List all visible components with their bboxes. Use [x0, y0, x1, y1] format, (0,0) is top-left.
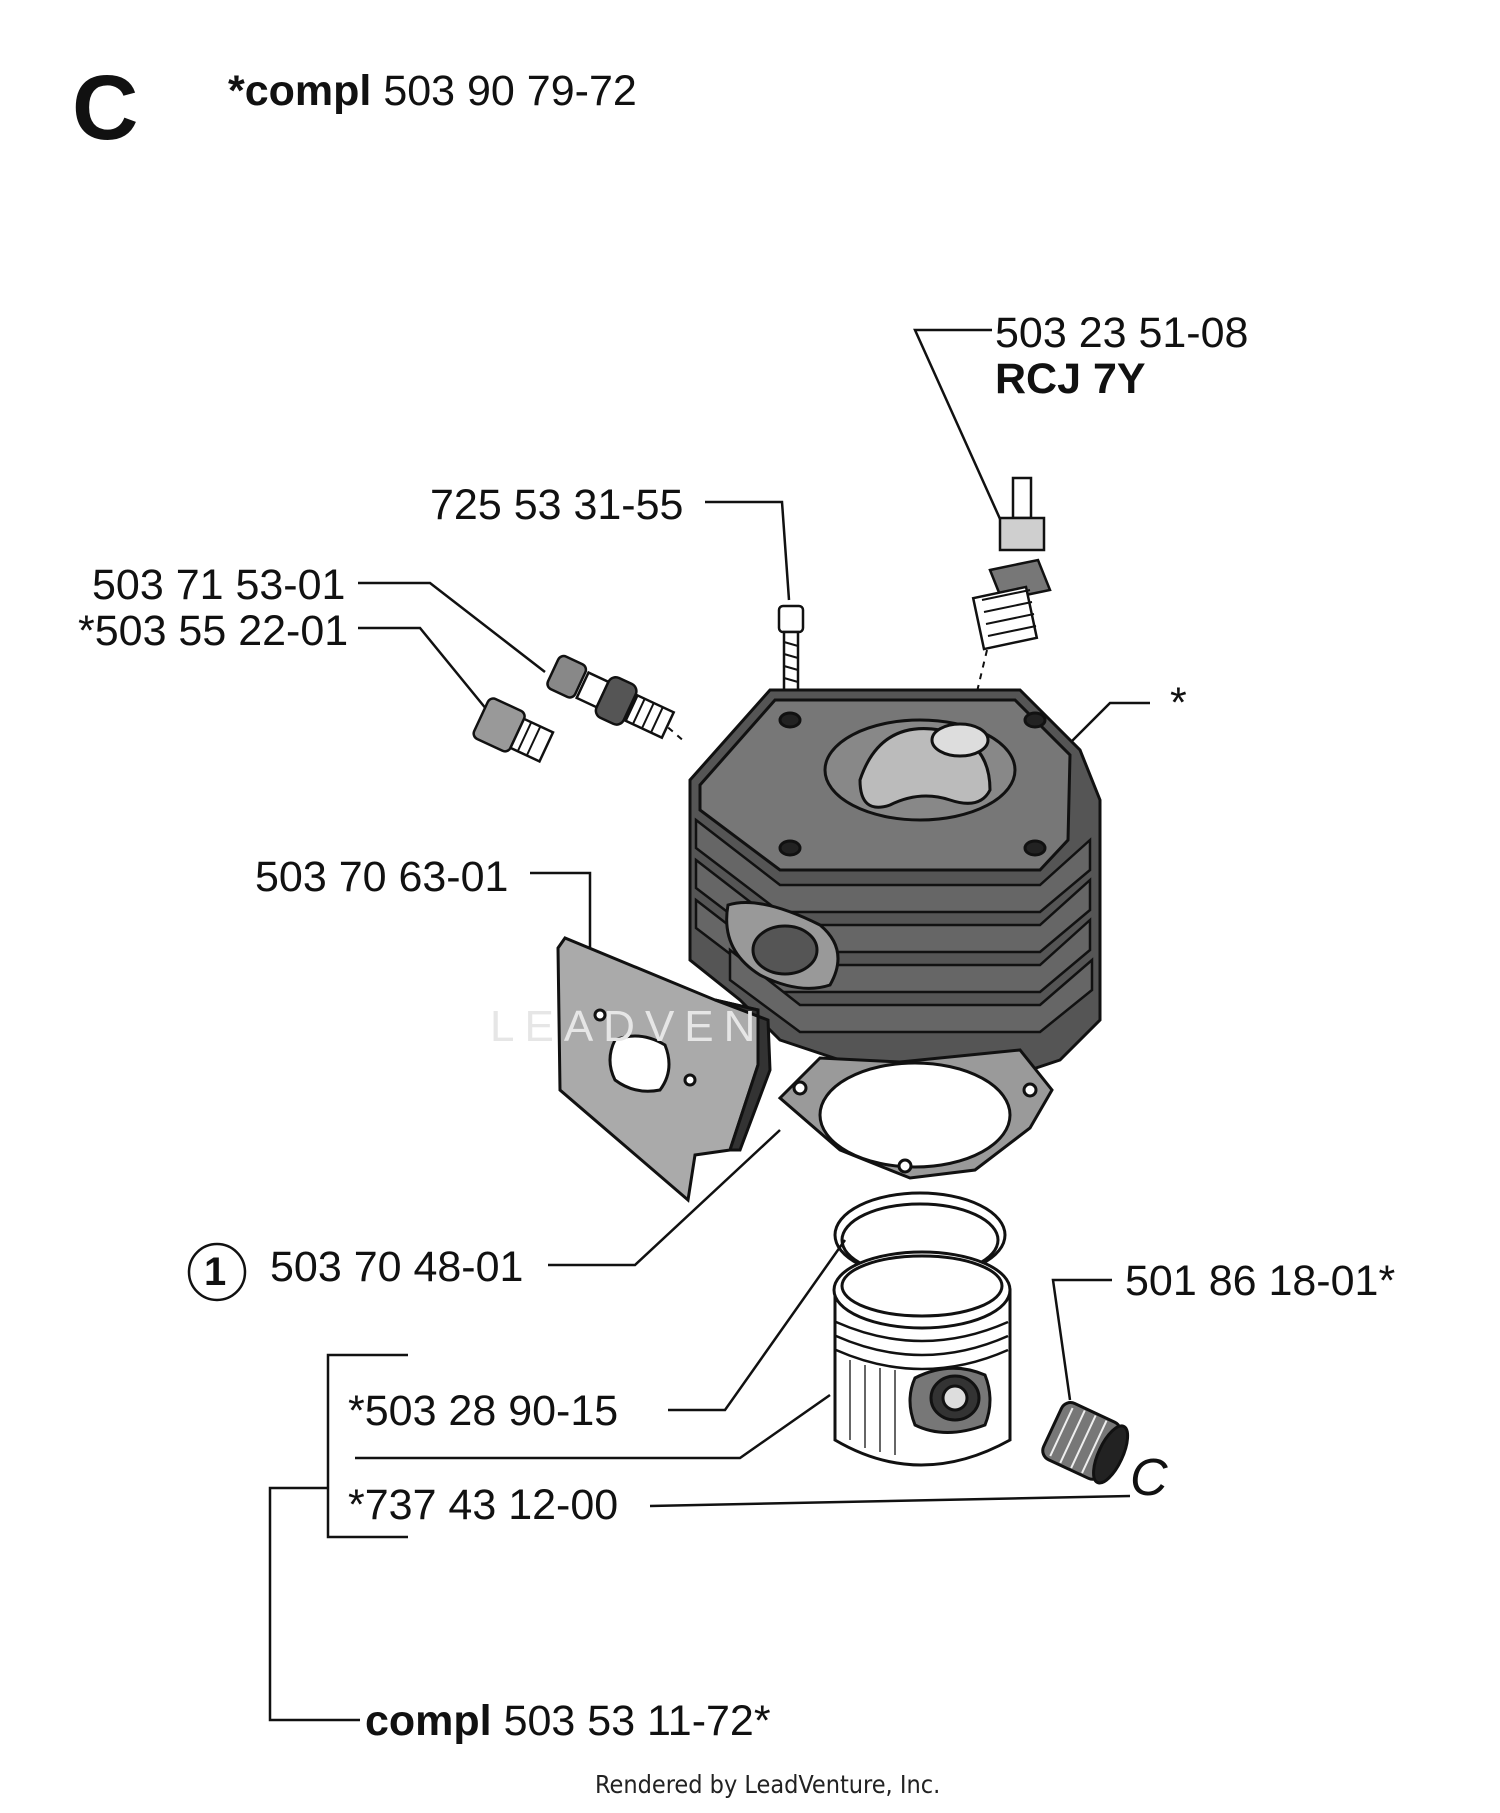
leader-plug	[358, 626, 488, 711]
header-compl-prefix: *compl	[228, 67, 372, 115]
label-circlip-mark: C	[1130, 1449, 1168, 1507]
piston-part	[832, 1250, 1012, 1467]
leader-piston	[355, 1393, 831, 1460]
footer-compl-number: 503 53 11-72*	[503, 1697, 771, 1745]
section-letter: C	[72, 57, 139, 159]
label-spark-plug-type: RCJ 7Y	[995, 355, 1146, 403]
leader-screw	[705, 500, 791, 601]
label-base-gasket-index: 1	[204, 1250, 227, 1294]
label-circlip: *737 43 12-00	[348, 1481, 619, 1529]
label-gasket-plate: 503 70 63-01	[255, 853, 509, 901]
leader-gasket-plate	[530, 871, 592, 960]
label-plug: *503 55 22-01	[78, 607, 349, 655]
leader-bearing	[1051, 1278, 1112, 1401]
leader-cylinder	[1067, 701, 1150, 746]
gasket-plate-part	[556, 936, 772, 1203]
header-compl: *compl 503 90 79-72	[228, 70, 637, 113]
bracket-compl	[268, 1486, 360, 1722]
leader-circlip	[649, 1494, 1131, 1508]
leader-lines	[268, 328, 1150, 1722]
label-decomp-valve: 503 71 53-01	[92, 561, 346, 609]
footer-compl: compl 503 53 11-72*	[365, 1700, 771, 1743]
leader-decomp-valve	[358, 581, 546, 673]
leader-spark-plug	[913, 328, 1007, 531]
label-piston-ring: *503 28 90-15	[348, 1387, 619, 1435]
spark-plug-part	[971, 476, 1052, 651]
needle-bearing-part	[1041, 1401, 1130, 1485]
label-needle-bearing: 501 86 18-01*	[1125, 1257, 1396, 1305]
bracket-piston-kit	[326, 1353, 408, 1539]
index-circle	[187, 1242, 247, 1302]
plug-part	[472, 697, 555, 764]
leader-base-gasket	[548, 1129, 781, 1267]
render-credit: Rendered by LeadVenture, Inc.	[595, 1770, 941, 1799]
screw-part	[777, 604, 805, 694]
decomp-valve-part	[546, 654, 676, 740]
base-gasket-part	[777, 1048, 1054, 1180]
cylinder-part	[688, 688, 1102, 1082]
label-spark-plug: 503 23 51-08	[995, 309, 1249, 357]
header-compl-number: 503 90 79-72	[383, 67, 637, 115]
watermark: LEADVEN	[490, 1002, 766, 1051]
label-cylinder: *	[1170, 679, 1187, 727]
footer-compl-prefix: compl	[365, 1697, 492, 1745]
leader-piston-ring	[668, 1239, 847, 1412]
label-screw: 725 53 31-55	[430, 481, 684, 529]
label-base-gasket: 503 70 48-01	[270, 1243, 524, 1291]
